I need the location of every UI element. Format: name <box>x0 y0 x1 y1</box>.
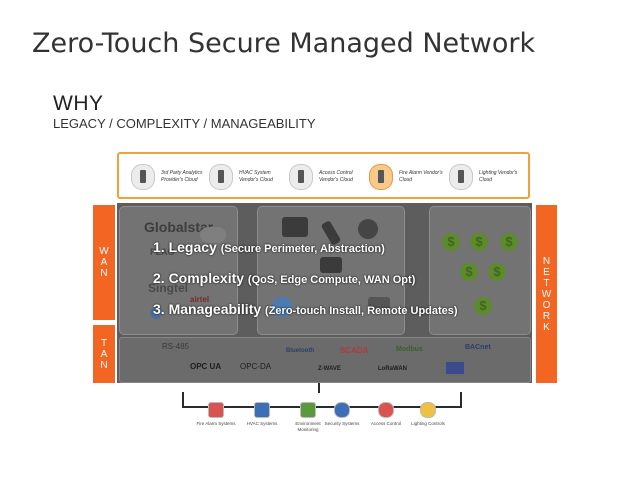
server-icon <box>368 297 390 311</box>
cloud-hvac-icon <box>209 164 233 190</box>
cloud-lighting-icon <box>449 164 473 190</box>
why-heading: WHY <box>53 92 104 115</box>
dollar-icon: $ <box>442 233 460 251</box>
singtel-logo: Singtel <box>148 281 189 295</box>
flag-logo: FLAG <box>150 247 175 257</box>
revenue-box: $ $ $ $ $ $ <box>429 206 531 335</box>
cloud-label: Fire Alarm Vendor's Cloud <box>399 170 443 183</box>
cloud-item-access: Access Control Vendor's Cloud <box>289 162 369 192</box>
cloud-label: Access Control Vendor's Cloud <box>319 170 353 183</box>
system-access-control: Access Control <box>364 402 408 427</box>
system-security: Security Systems <box>320 402 364 427</box>
subtitle: LEGACY / COMPLEXITY / MANAGEABILITY <box>53 116 316 131</box>
tan-letter: T <box>100 337 108 349</box>
network-panel: Globalstar FLAG Singtel airtel $ $ $ $ $… <box>117 203 532 383</box>
protocol-lorawan: LoRaWAN <box>378 366 407 372</box>
overlay-legacy: 1. Legacy (Secure Perimeter, Abstraction… <box>153 239 385 255</box>
environment-icon <box>300 402 316 418</box>
security-icon <box>334 402 350 418</box>
overlay-paren: (Zero-touch Install, Remote Updates) <box>265 305 458 317</box>
tan-letter: A <box>100 348 108 360</box>
protocol-chip-icon <box>446 362 464 374</box>
network-letter: O <box>542 299 551 311</box>
protocol-opcua: OPC UA <box>190 362 222 371</box>
bracket-stem <box>318 383 320 393</box>
cloud-item-lighting: Lighting Vendor's Cloud <box>449 162 529 192</box>
cloud-label: HVAC System Vendor's Cloud <box>239 170 273 183</box>
tan-letter: N <box>100 359 108 371</box>
page-title: Zero-Touch Secure Managed Network <box>32 28 536 59</box>
device-box <box>257 206 405 335</box>
network-globe-icon <box>272 297 292 317</box>
globe-icon <box>150 307 162 319</box>
system-label: Lighting Controls <box>411 421 445 426</box>
cloud-item-fire: Fire Alarm Vendor's Cloud <box>369 162 449 192</box>
globalstar-logo: Globalstar <box>144 219 214 235</box>
network-letter: R <box>542 310 551 322</box>
dollar-icon: $ <box>460 263 478 281</box>
dollar-icon: $ <box>500 233 518 251</box>
cloud-analytics-icon <box>131 164 155 190</box>
system-hvac: HVAC Systems <box>240 402 284 427</box>
protocol-scada: SCADA <box>340 346 369 355</box>
tan-bar: T A N <box>93 325 115 383</box>
network-letter: T <box>543 277 550 289</box>
protocol-bluetooth: Bluetooth <box>286 348 314 354</box>
protocol-modbus: Modbus <box>396 346 423 353</box>
overlay-main: 1. Legacy <box>153 239 217 255</box>
dollar-icon: $ <box>488 263 506 281</box>
overlay-main: 3. Manageability <box>153 301 262 317</box>
overlay-complexity: 2. Complexity (QoS, Edge Compute, WAN Op… <box>153 270 415 286</box>
router-icon <box>282 217 308 237</box>
wan-letter: W <box>99 246 109 257</box>
protocol-bar: RS-485 OPC UA OPC-DA Bluetooth SCADA Mod… <box>119 337 531 383</box>
cloud-item-analytics: 3rd Party Analytics Provider's Cloud <box>131 162 211 192</box>
cloud-item-hvac: HVAC System Vendor's Cloud <box>209 162 289 192</box>
wan-letter: N <box>100 268 108 279</box>
overlay-paren: (Secure Perimeter, Abstraction) <box>220 243 385 255</box>
overlay-paren: (QoS, Edge Compute, WAN Opt) <box>247 274 416 286</box>
airtel-logo: airtel <box>190 295 210 304</box>
network-letter: E <box>543 266 550 278</box>
dollar-icon: $ <box>470 233 488 251</box>
hvac-icon <box>254 402 270 418</box>
system-fire-alarm: Fire Alarm Systems <box>194 402 238 427</box>
protocol-rs485: RS-485 <box>162 342 190 351</box>
access-control-icon <box>378 402 394 418</box>
systems-bracket <box>182 392 462 408</box>
cloud-access-icon <box>289 164 313 190</box>
lighting-icon <box>420 402 436 418</box>
cloud-fire-icon <box>369 164 393 190</box>
fire-alarm-icon <box>208 402 224 418</box>
protocol-zwave: Z-WAVE <box>318 366 341 372</box>
cloud-label: 3rd Party Analytics Provider's Cloud <box>161 170 203 183</box>
system-lighting: Lighting Controls <box>406 402 450 427</box>
cloud-providers-bar: 3rd Party Analytics Provider's Cloud HVA… <box>117 152 530 199</box>
system-environment: Environment Monitoring <box>286 402 330 433</box>
wan-bar: W A N <box>93 205 115 320</box>
protocol-bacnet: BACnet <box>465 344 491 351</box>
protocol-opcda: OPC-DA <box>240 362 272 371</box>
carrier-box: Globalstar FLAG Singtel airtel <box>119 206 238 335</box>
cloud-icon <box>200 227 226 243</box>
gateway-icon <box>320 257 342 273</box>
system-label: HVAC Systems <box>246 421 278 426</box>
network-bar: N E T W O R K <box>536 205 557 383</box>
overlay-manageability: 3. Manageability (Zero-touch Install, Re… <box>153 301 458 317</box>
cloud-label: Lighting Vendor's Cloud <box>479 170 518 183</box>
wan-letter: A <box>100 257 108 268</box>
network-letter: K <box>543 321 550 333</box>
overlay-main: 2. Complexity <box>153 270 245 286</box>
dollar-icon: $ <box>474 297 492 315</box>
system-label: Security Systems <box>324 421 360 426</box>
system-label: Access Control <box>370 421 402 426</box>
wifi-icon <box>358 219 378 239</box>
system-label: Fire Alarm Systems <box>196 421 236 426</box>
system-label: Environment Monitoring <box>295 421 321 432</box>
network-letter: N <box>542 255 551 267</box>
network-letter: W <box>541 288 552 300</box>
